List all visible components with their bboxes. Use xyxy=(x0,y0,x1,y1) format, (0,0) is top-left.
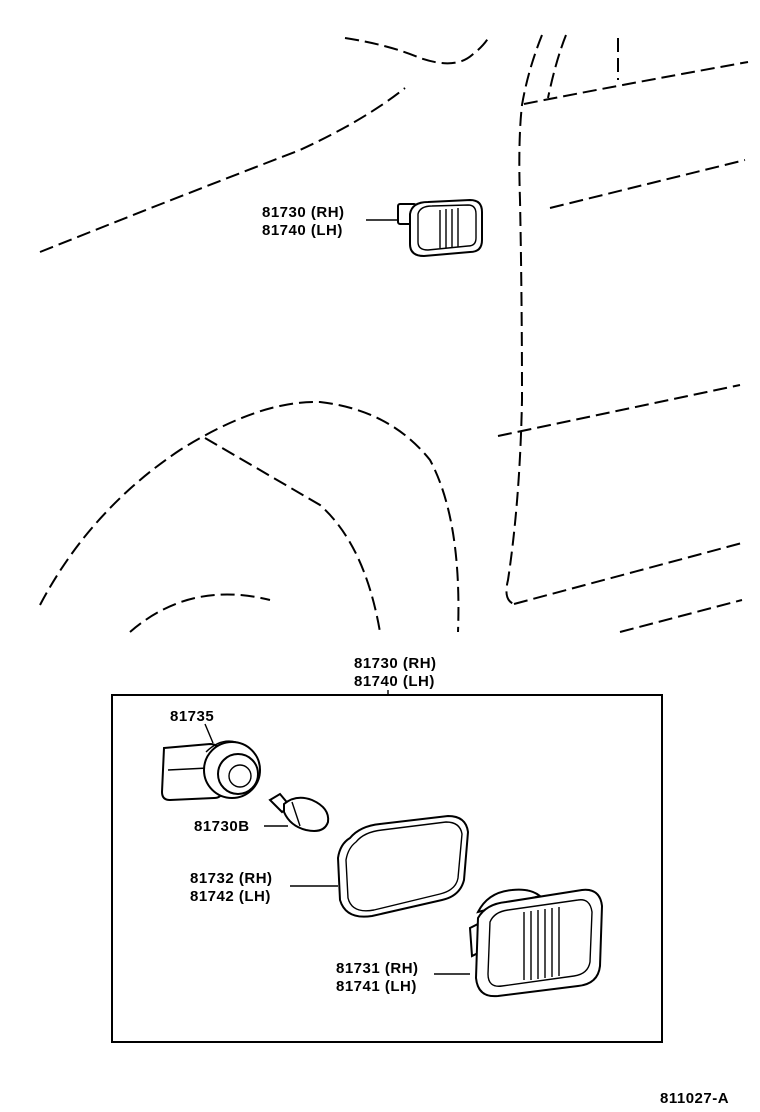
wheel-arch-crease xyxy=(204,437,381,633)
door-line-top xyxy=(523,61,749,105)
door-line-bottom xyxy=(513,542,743,605)
socket-leader xyxy=(204,723,214,744)
fender-crease-line xyxy=(39,87,406,253)
a-pillar-line-1 xyxy=(505,34,543,605)
lens-part xyxy=(468,888,604,998)
exploded-view-frame xyxy=(111,694,663,1043)
top-callout-rh-label: 81730 (RH) xyxy=(262,204,345,221)
gasket-part xyxy=(336,814,470,918)
rocker-line xyxy=(619,599,743,633)
a-pillar-line-2 xyxy=(547,34,567,99)
wheel-arch-outer xyxy=(39,400,460,633)
door-line-2 xyxy=(549,159,746,209)
drawing-number: 811027-A xyxy=(660,1090,729,1107)
gasket-rh-label: 81732 (RH) xyxy=(190,870,273,887)
tire-arc xyxy=(129,593,271,633)
side-marker-lamp-installed xyxy=(397,198,483,258)
door-line-3 xyxy=(497,384,741,437)
lens-rh-label: 81731 (RH) xyxy=(336,960,419,977)
gasket-lh-label: 81742 (LH) xyxy=(190,888,271,905)
bulb-label: 81730B xyxy=(194,818,250,835)
lens-lh-label: 81741 (LH) xyxy=(336,978,417,995)
box-callout-lh-label: 81740 (LH) xyxy=(354,673,435,690)
socket-part xyxy=(160,740,261,802)
bulb-part xyxy=(268,792,330,832)
top-callout-lh-label: 81740 (LH) xyxy=(262,222,343,239)
hood-edge-line xyxy=(344,34,491,65)
box-callout-rh-label: 81730 (RH) xyxy=(354,655,437,672)
socket-label: 81735 xyxy=(170,708,214,725)
vehicle-body-outline xyxy=(39,34,749,633)
